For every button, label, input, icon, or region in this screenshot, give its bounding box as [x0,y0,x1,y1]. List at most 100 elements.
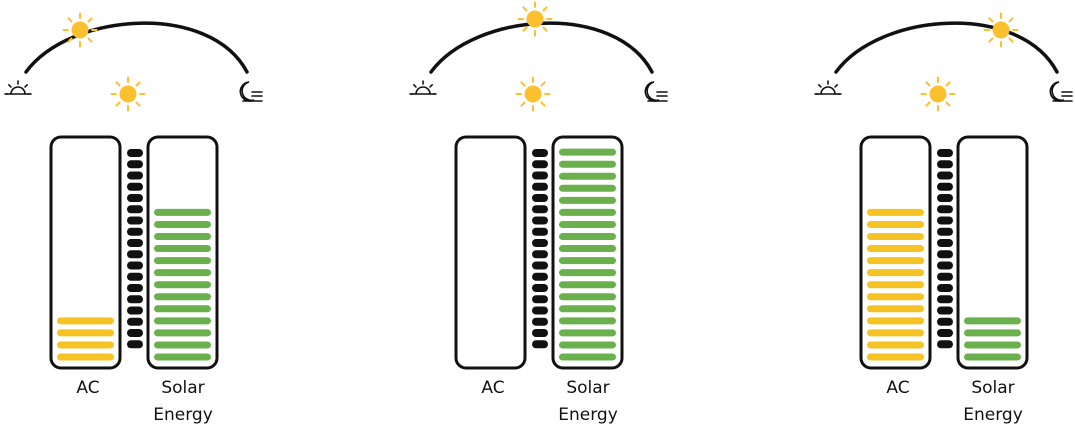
connector-segment [937,171,953,180]
ac-tank [454,135,527,370]
solar-level-bar [154,233,211,240]
solar-tank [956,135,1029,370]
sun-ray [945,101,951,107]
connector-segment [532,194,548,202]
ac-level-bar [867,220,924,228]
connector-segment [937,340,953,349]
solar-level-bar [154,245,211,253]
solar-level-bar [559,341,616,349]
connector-segment [532,160,548,169]
moon-sunset-icon [1049,81,1073,102]
connector-segment [937,149,953,157]
connector-segment [127,329,143,337]
ac-level-bar [57,317,114,325]
sun-ray [87,17,93,23]
connector-segment [937,284,953,292]
sun-on-arc-icon [517,1,553,37]
sun-ray [540,81,546,87]
solar-level-bar [559,233,616,240]
sun-disc [992,21,1010,39]
solar-level-bar [559,329,616,337]
ac-label: AC [481,378,505,398]
connector-segment [532,205,548,214]
connector-segment [127,182,143,191]
solar-level-bar [559,220,616,228]
solar-label-line2: Energy [153,405,213,425]
sunrise-ray [429,84,433,88]
scene-1 [24,21,249,370]
connector-segment [532,272,548,281]
sun-ray [135,81,141,87]
sun-icon [920,76,956,112]
solar-label-line2: Energy [558,405,618,425]
sun-ray [115,81,121,87]
connector-segment [532,250,548,259]
solar-level-bar [154,293,211,301]
solar-level-bar [964,353,1021,361]
solar-level-bar [559,317,616,325]
sun-disc [524,85,542,103]
connector-segment [532,149,548,157]
ac-level-bar [867,233,924,240]
connector-segment [532,340,548,349]
connector-segment [532,239,548,247]
sun-on-arc-icon [983,12,1019,48]
solar-level-bar [559,257,616,265]
ac-level-bar [867,329,924,337]
sunrise-ray [24,84,28,88]
sun-ray [520,81,526,87]
sun-ray [87,37,93,43]
solar-level-bar [559,353,616,361]
connector-segment [532,306,548,315]
connector-segment [937,160,953,169]
sun-ray [925,81,931,87]
ac-level-bar [57,329,114,337]
connector-segment [532,329,548,337]
connector-segment [532,261,548,270]
sun-ray [135,101,141,107]
solar-label-line2: Energy [963,405,1023,425]
connector-segment [127,171,143,180]
sun-disc [119,85,137,103]
solar-level-bar [559,245,616,253]
connector-segment [937,317,953,326]
ac-label: AC [886,378,910,398]
connector-segment [127,239,143,247]
connector-segment [937,306,953,315]
ac-tank [49,135,122,370]
moon-sunset-icon [644,81,668,102]
solar-level-bar [559,184,616,192]
connector-segment [532,295,548,304]
sun-ray [945,81,951,87]
connector-segment [127,261,143,270]
solar-level-bar [964,341,1021,349]
crescent-moon [644,81,660,102]
solar-label-line1: Solar [971,378,1015,398]
connector-segment [937,205,953,214]
solar-level-bar [559,160,616,168]
sun-ray [520,101,526,107]
crescent-moon [239,81,255,102]
ac-level-bar [867,353,924,361]
connector-segment [937,329,953,337]
sun-ray [67,17,73,23]
solar-level-bar [154,257,211,265]
connector-segment [127,284,143,292]
sunrise-ray [8,84,12,88]
sun-ray [522,6,528,12]
connector-segment [127,160,143,169]
ac-level-bar [867,257,924,265]
ac-level-bar [867,341,924,349]
solar-level-bar [559,172,616,180]
ac-level-bar [867,293,924,301]
scene-3 [834,21,1059,370]
sun-ray [540,101,546,107]
connector-segment [127,216,143,225]
connector-segment [937,239,953,247]
sunrise-icon [4,80,32,95]
solar-label-line1: Solar [161,378,205,398]
sun-ray [115,101,121,107]
sun-disc [526,10,544,28]
solar-level-bar [154,317,211,325]
